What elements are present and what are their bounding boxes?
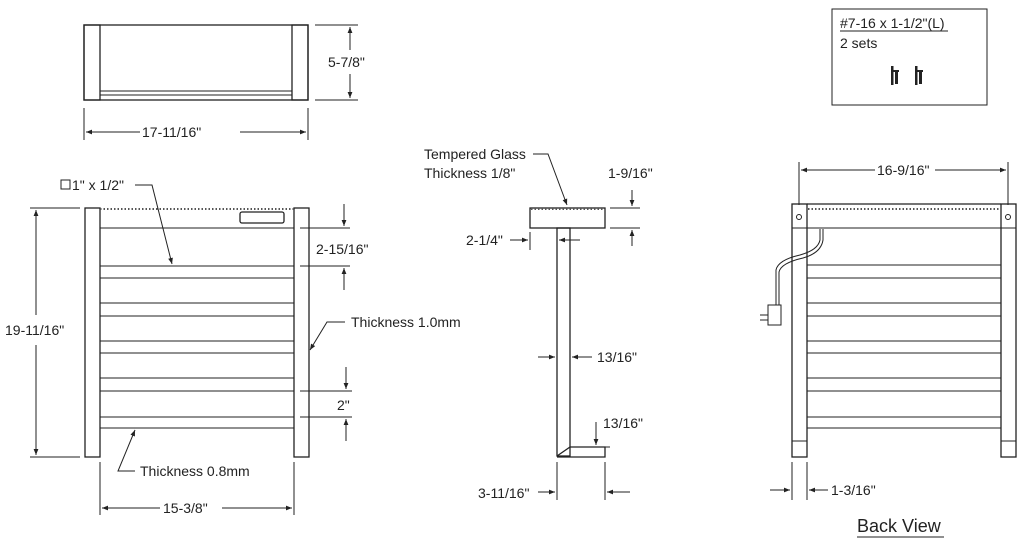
top-width-dim: 17-11/16" bbox=[142, 124, 201, 140]
top-depth-dim: 5-7/8" bbox=[328, 54, 365, 70]
screw-spec: #7-16 x 1-1/2"(L) bbox=[840, 15, 945, 31]
front-view: 1" x 1/2" 19-11/16" 2-15/16" Thickness 1… bbox=[5, 177, 461, 516]
foot-height-dim: 13/16" bbox=[603, 415, 643, 431]
top-offset-dim: 2-1/4" bbox=[466, 232, 503, 248]
glass-label: Tempered Glass bbox=[424, 146, 526, 162]
inner-width-dim: 15-3/8" bbox=[163, 500, 208, 516]
height-dim: 19-11/16" bbox=[5, 322, 64, 338]
top-gap-dim: 2-15/16" bbox=[316, 241, 368, 257]
hardware-box: #7-16 x 1-1/2"(L) 2 sets bbox=[831, 8, 988, 106]
screw-quantity: 2 sets bbox=[840, 35, 877, 51]
slat-spacing-dim: 2" bbox=[337, 397, 350, 413]
back-width-dim: 16-9/16" bbox=[877, 162, 929, 178]
stem-width-dim: 13/16" bbox=[597, 349, 637, 365]
post-thickness-label: Thickness 1.0mm bbox=[351, 314, 461, 330]
back-view: 16-9/16" 1-3/16" Back View bbox=[760, 162, 1017, 538]
slat-thickness-label: Thickness 0.8mm bbox=[140, 463, 250, 479]
top-view: 5-7/8" 17-11/16" bbox=[83, 24, 365, 140]
tube-size-label: 1" x 1/2" bbox=[72, 177, 124, 193]
top-height-dim: 1-9/16" bbox=[608, 165, 653, 181]
screw-icon bbox=[891, 66, 923, 85]
glass-thickness-label: Thickness 1/8" bbox=[424, 165, 515, 181]
post-width-dim: 1-3/16" bbox=[831, 482, 876, 498]
foot-length-dim: 3-11/16" bbox=[478, 485, 529, 501]
side-view: Tempered Glass Thickness 1/8" 1-9/16" 2-… bbox=[424, 146, 653, 501]
plug-icon bbox=[767, 304, 782, 326]
control-panel bbox=[239, 211, 285, 224]
back-view-title: Back View bbox=[857, 516, 942, 536]
power-cord bbox=[775, 229, 824, 305]
